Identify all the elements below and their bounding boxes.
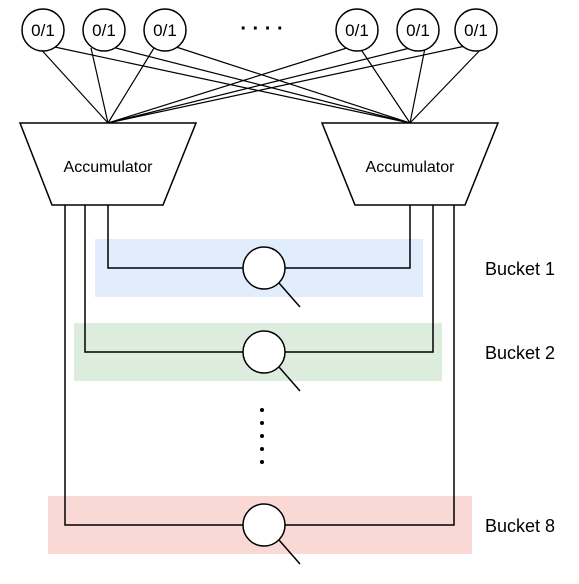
input-connection-lines (36, 44, 486, 124)
bucket-1-label: Bucket 1 (485, 259, 555, 279)
input-node-5: 0/1 (396, 8, 440, 52)
input-node-4: 0/1 (335, 8, 379, 52)
right-accumulator: Accumulator (320, 122, 500, 206)
right-accumulator-label: Accumulator (366, 159, 456, 176)
vertical-ellipsis (260, 408, 264, 464)
input-node-2: 0/1 (82, 8, 126, 52)
bucket-2-node (242, 330, 301, 392)
input-label-2: 0/1 (92, 21, 116, 40)
bucket-wires (64, 205, 455, 526)
bucket-2-label: Bucket 2 (485, 343, 555, 363)
input-label-1: 0/1 (31, 21, 55, 40)
left-accumulator-label: Accumulator (64, 159, 154, 176)
input-label-6: 0/1 (464, 21, 488, 40)
input-ellipsis: · · · · (240, 18, 283, 40)
input-label-5: 0/1 (406, 21, 430, 40)
bucket-8-node (242, 503, 301, 565)
bucket-1-node (242, 246, 301, 308)
input-node-6: 0/1 (454, 8, 498, 52)
input-node-3: 0/1 (143, 8, 187, 52)
input-label-4: 0/1 (345, 21, 369, 40)
left-accumulator: Accumulator (18, 122, 198, 206)
bucket-8-label: Bucket 8 (485, 516, 555, 536)
input-node-1: 0/1 (21, 8, 65, 52)
input-label-3: 0/1 (153, 21, 177, 40)
